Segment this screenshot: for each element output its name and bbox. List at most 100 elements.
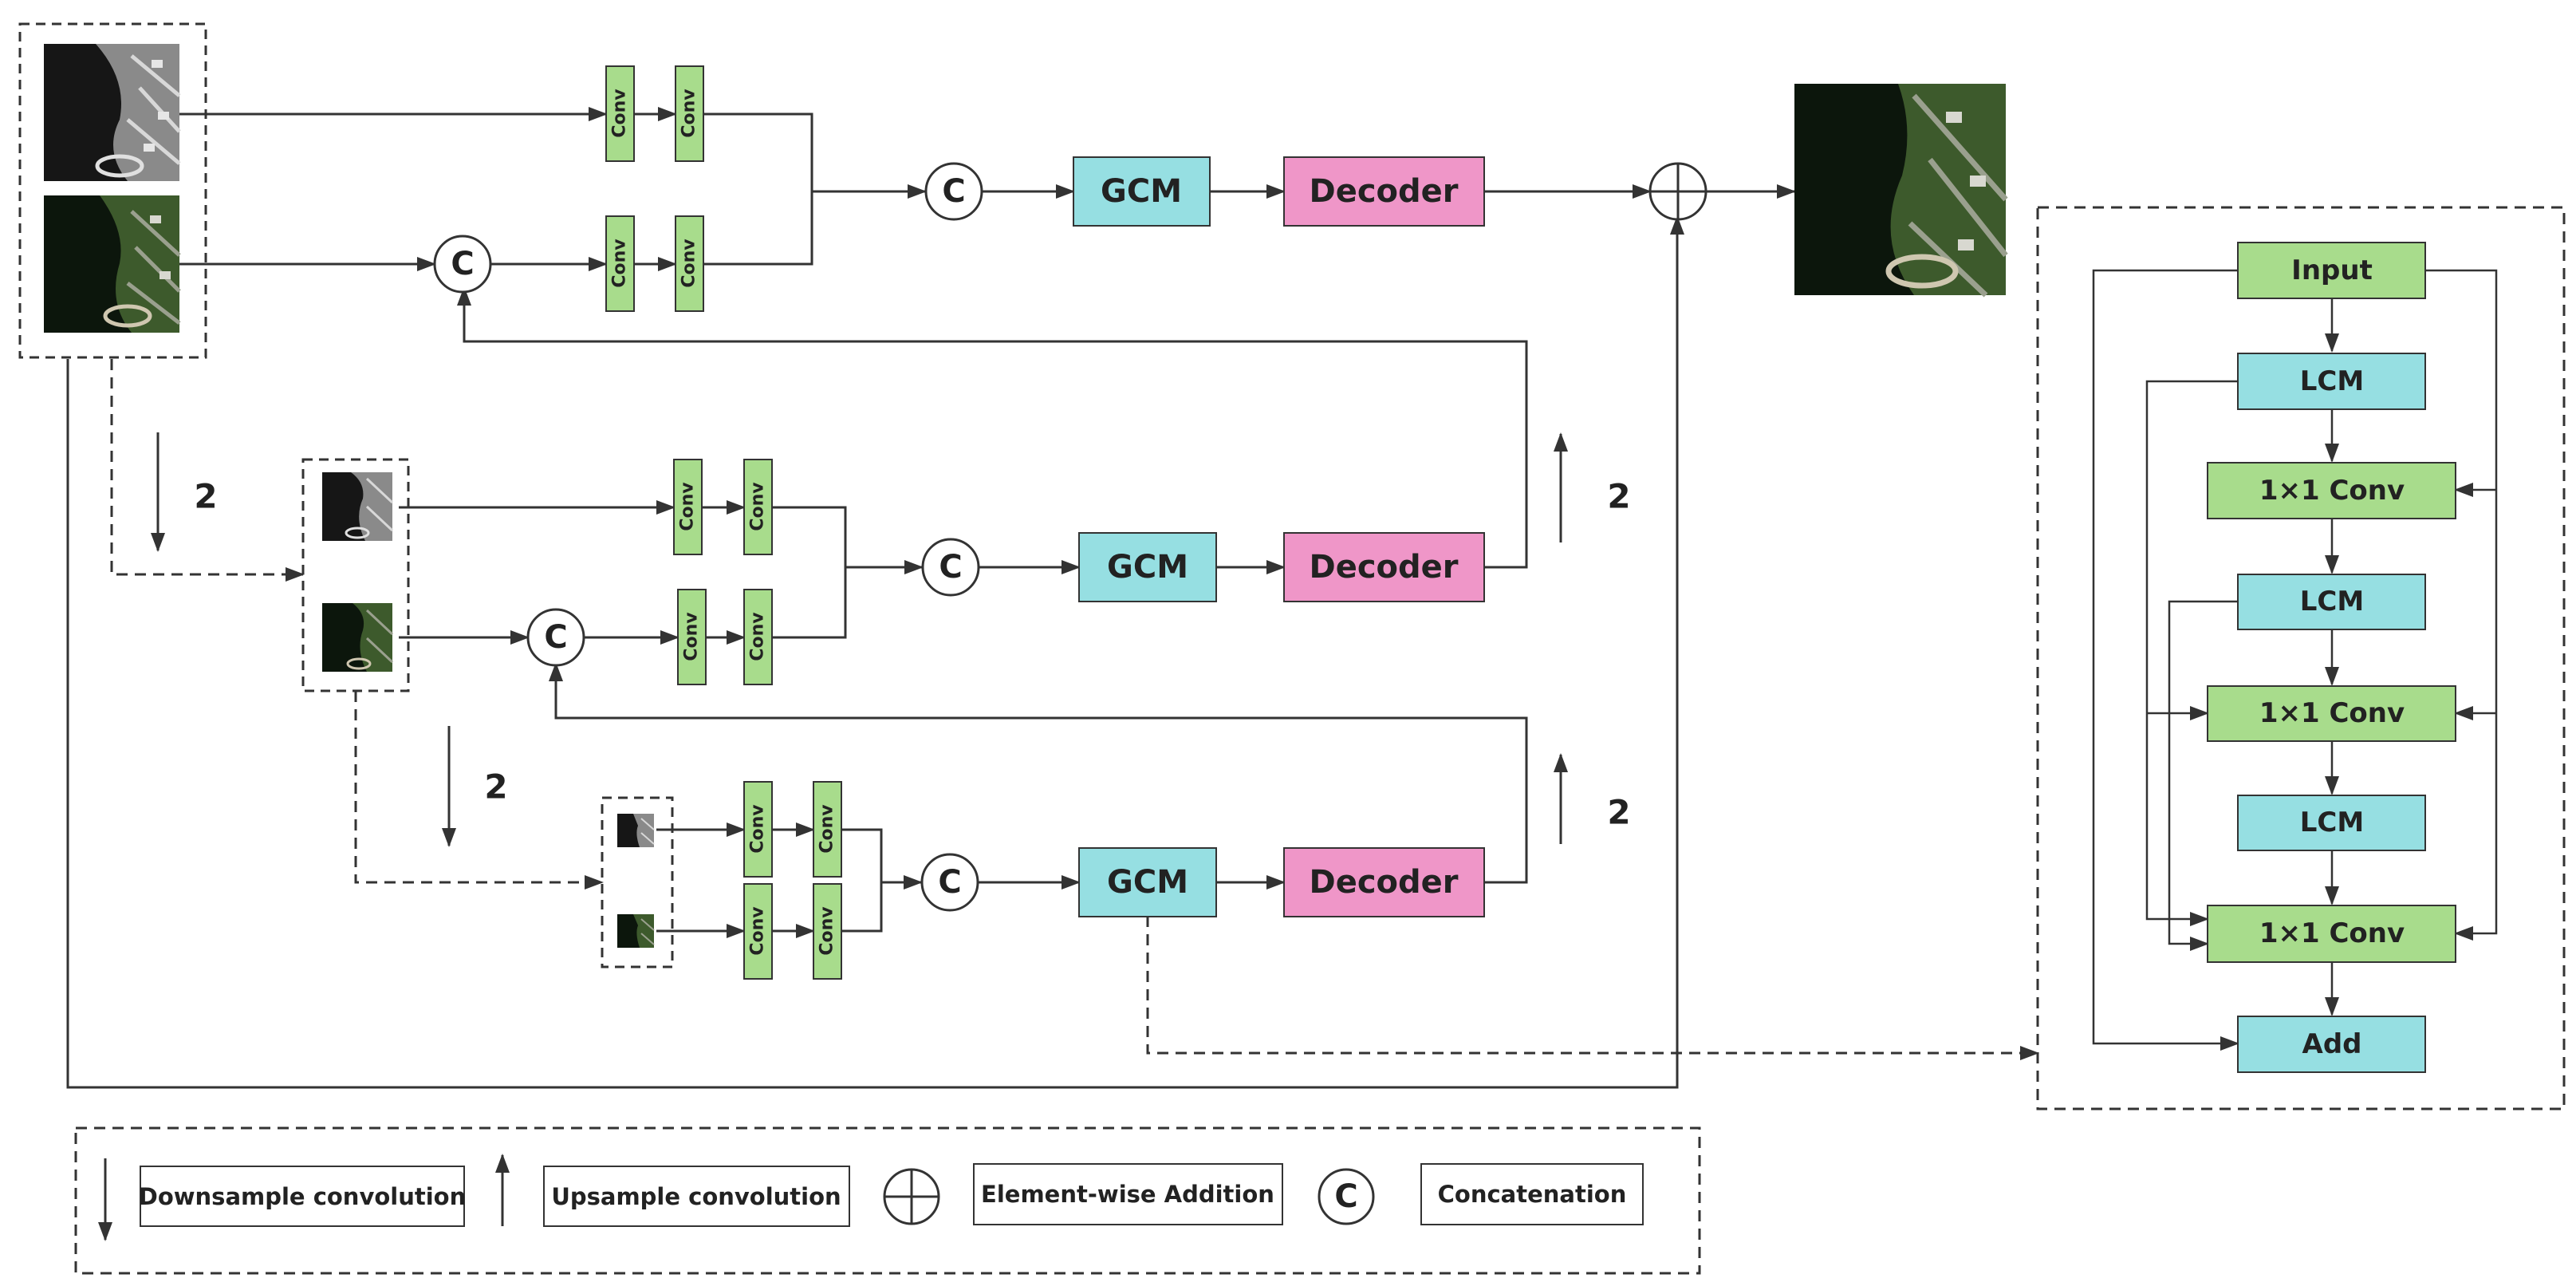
input-group-level-3	[601, 796, 674, 968]
addition-node	[1648, 162, 1707, 221]
input-group-frame-l2	[301, 458, 410, 692]
concat-node-l1-merge: C	[924, 162, 983, 221]
concat-node-l2-merge: C	[921, 538, 980, 597]
add-node: Add	[2237, 1016, 2426, 1073]
input-group-frame-l1	[18, 22, 207, 359]
rgb-image-l2	[322, 603, 394, 672]
decoder-block-l2: Decoder	[1283, 532, 1485, 602]
conv-block-l2-a1: Conv	[673, 459, 703, 555]
svg-text:Conv: Conv	[679, 239, 699, 288]
svg-text:GCM: GCM	[1107, 864, 1188, 901]
input-group-level-1	[18, 22, 207, 359]
gcm-block-l3: GCM	[1078, 847, 1217, 917]
edge-global-skip	[66, 215, 1684, 1089]
svg-text:1×1 Conv: 1×1 Conv	[2259, 475, 2405, 507]
svg-text:2: 2	[1607, 477, 1630, 516]
gcm-detail-frame	[2036, 206, 2566, 1110]
svg-text:Conv: Conv	[748, 482, 768, 531]
input-node: Input	[2237, 242, 2426, 299]
svg-text:Conv: Conv	[682, 612, 702, 661]
svg-text:C: C	[544, 619, 567, 656]
edge-l3-upsample-feedback	[549, 662, 1528, 884]
svg-text:Downsample convolution: Downsample convolution	[139, 1183, 467, 1210]
svg-text:Conv: Conv	[748, 906, 768, 956]
svg-text:Conv: Conv	[748, 804, 768, 854]
svg-text:1×1 Conv: 1×1 Conv	[2259, 917, 2405, 949]
concat-icon: C	[1318, 1168, 1375, 1225]
downsample-paths	[110, 359, 2039, 1060]
svg-text:Decoder: Decoder	[1309, 549, 1458, 586]
gray-image-l2	[322, 472, 394, 541]
conv-blocks: Conv Conv Conv Conv Conv Conv Conv Conv …	[605, 65, 842, 980]
svg-text:Add: Add	[2302, 1028, 2362, 1060]
conv-block-l2-b2: Conv	[743, 589, 773, 685]
svg-text:GCM: GCM	[1107, 549, 1188, 586]
conv-block-l2-a2: Conv	[743, 459, 773, 555]
connection-lines	[66, 107, 1796, 1089]
svg-text:C: C	[942, 173, 965, 210]
svg-text:Conv: Conv	[748, 612, 768, 661]
svg-text:LCM: LCM	[2300, 807, 2364, 838]
svg-text:Conv: Conv	[610, 89, 630, 138]
rgb-image-l1	[44, 195, 181, 333]
concat-node-l1-input: C	[433, 235, 492, 294]
scale-indicators: 2 2 2 2	[151, 432, 1631, 847]
svg-text:Conv: Conv	[679, 89, 699, 138]
conv-block-l3-b1: Conv	[743, 883, 773, 980]
concat-node-l2-input: C	[526, 608, 585, 667]
legend-downsample: Downsample convolution	[139, 1166, 467, 1227]
svg-text:2: 2	[194, 477, 217, 516]
gcm-detail-panel: Input LCM 1×1 Conv LCM 1×1 Conv LCM 1×1 …	[2036, 206, 2566, 1110]
legend: Downsample convolution Upsample convolut…	[74, 1126, 1701, 1275]
conv-block-l1-a2: Conv	[675, 65, 704, 162]
gray-image-l3	[617, 814, 655, 847]
edge-l1-upsample-feedback	[1484, 341, 1528, 569]
svg-text:Conv: Conv	[610, 239, 630, 288]
output-image	[1794, 84, 2008, 298]
gcm-decoder-blocks: GCM Decoder GCM Decoder GCM Decoder	[1073, 156, 1485, 917]
svg-text:Conv: Conv	[817, 906, 837, 956]
svg-text:Conv: Conv	[817, 804, 837, 854]
lcm-node-2: LCM	[2237, 574, 2426, 630]
svg-text:GCM: GCM	[1101, 173, 1182, 210]
edge-downsample-l2-to-l3	[354, 691, 604, 890]
svg-text:LCM: LCM	[2300, 365, 2364, 397]
legend-frame	[74, 1126, 1701, 1275]
concat-nodes: C C C C C	[433, 162, 983, 912]
conv-block-l1-a1: Conv	[605, 65, 635, 162]
edge-l3-merge	[841, 828, 883, 933]
edge-gcm-to-detail	[1146, 916, 2039, 1060]
conv1x1-node-1: 1×1 Conv	[2207, 462, 2456, 519]
edge-l2-upsample-feedback	[457, 286, 1528, 569]
rgb-image-l3	[617, 914, 655, 948]
svg-text:2: 2	[484, 767, 507, 807]
svg-text:Decoder: Decoder	[1309, 173, 1458, 210]
svg-text:C: C	[451, 246, 474, 282]
svg-text:1×1 Conv: 1×1 Conv	[2259, 697, 2405, 729]
svg-text:Conv: Conv	[678, 482, 698, 531]
input-group-frame-l3	[601, 796, 674, 968]
edge-l1-merge	[703, 112, 813, 266]
conv-block-l3-b2: Conv	[813, 883, 842, 980]
conv-block-l3-a2: Conv	[813, 781, 842, 878]
conv1x1-node-3: 1×1 Conv	[2207, 905, 2456, 963]
concat-node-l3-merge: C	[920, 853, 979, 912]
svg-text:Decoder: Decoder	[1309, 864, 1458, 901]
addition-icon	[883, 1168, 940, 1225]
legend-addition: Element-wise Addition	[973, 1163, 1283, 1225]
legend-upsample: Upsample convolution	[543, 1166, 850, 1227]
edge-downsample-l1-to-l2	[110, 359, 305, 582]
decoder-block-l1: Decoder	[1283, 156, 1485, 227]
conv-block-l1-b2: Conv	[675, 215, 704, 312]
conv-block-l1-b1: Conv	[605, 215, 635, 312]
input-group-level-2	[301, 458, 410, 692]
lcm-node-1: LCM	[2237, 353, 2426, 410]
gcm-block-l2: GCM	[1078, 532, 1217, 602]
svg-text:Element-wise Addition: Element-wise Addition	[981, 1181, 1274, 1208]
gcm-block-l1: GCM	[1073, 156, 1211, 227]
edge-l2-merge	[772, 506, 847, 639]
conv-block-l2-b1: Conv	[677, 589, 707, 685]
svg-text:2: 2	[1607, 793, 1630, 832]
svg-text:C: C	[939, 549, 962, 586]
